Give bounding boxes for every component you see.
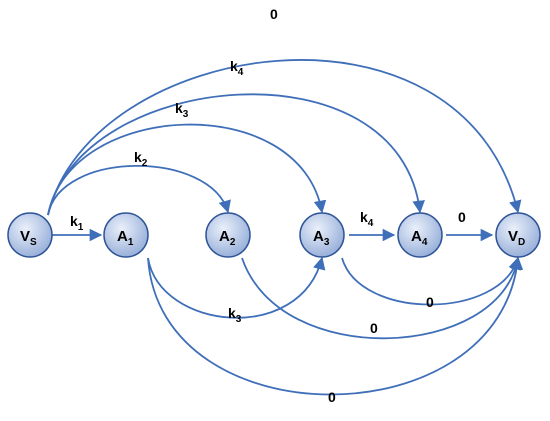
edge-vs-a4 (47, 93, 425, 216)
svg-text:A1: A1 (117, 228, 134, 248)
node-vs: VS (7, 212, 53, 258)
edge-label-a3-vd: 0 (426, 294, 434, 310)
node-a2: A2 (205, 212, 251, 258)
node-a3: A3 (299, 212, 345, 258)
node-vd: VD (495, 212, 541, 258)
svg-text:A2: A2 (219, 228, 236, 248)
edge-a1-vd (147, 256, 524, 396)
node-a4: A4 (397, 212, 443, 258)
svg-text:A3: A3 (313, 228, 330, 248)
edge-a2-vd (241, 256, 523, 340)
svg-text:A4: A4 (411, 228, 428, 248)
edge-label-a4-vd: 0 (458, 209, 466, 225)
svg-text:VS: VS (20, 228, 37, 248)
edge-vs-a2 (47, 165, 231, 216)
edge-label-a3-a4: k4 (360, 209, 374, 229)
svg-text:VD: VD (508, 228, 525, 248)
edge-vs-vd (47, 59, 522, 216)
edge-a3-vd (341, 256, 521, 306)
edge-label-a1-a3: k3 (228, 305, 242, 325)
edge-label-a1-vd: 0 (328, 389, 336, 405)
edge-label-vs-a1: k1 (70, 213, 84, 233)
edge-label-vs-a4: k4 (230, 58, 244, 78)
node-a1: A1 (103, 212, 149, 258)
edge-vs-a3 (47, 123, 327, 216)
edge-label-vs-a2: k2 (134, 149, 148, 169)
edge-label-vs-vd: 0 (270, 6, 278, 22)
edge-label-a2-vd: 0 (370, 320, 378, 336)
edge-label-vs-a3: k3 (175, 100, 189, 120)
edge-a1-a3 (147, 256, 326, 319)
